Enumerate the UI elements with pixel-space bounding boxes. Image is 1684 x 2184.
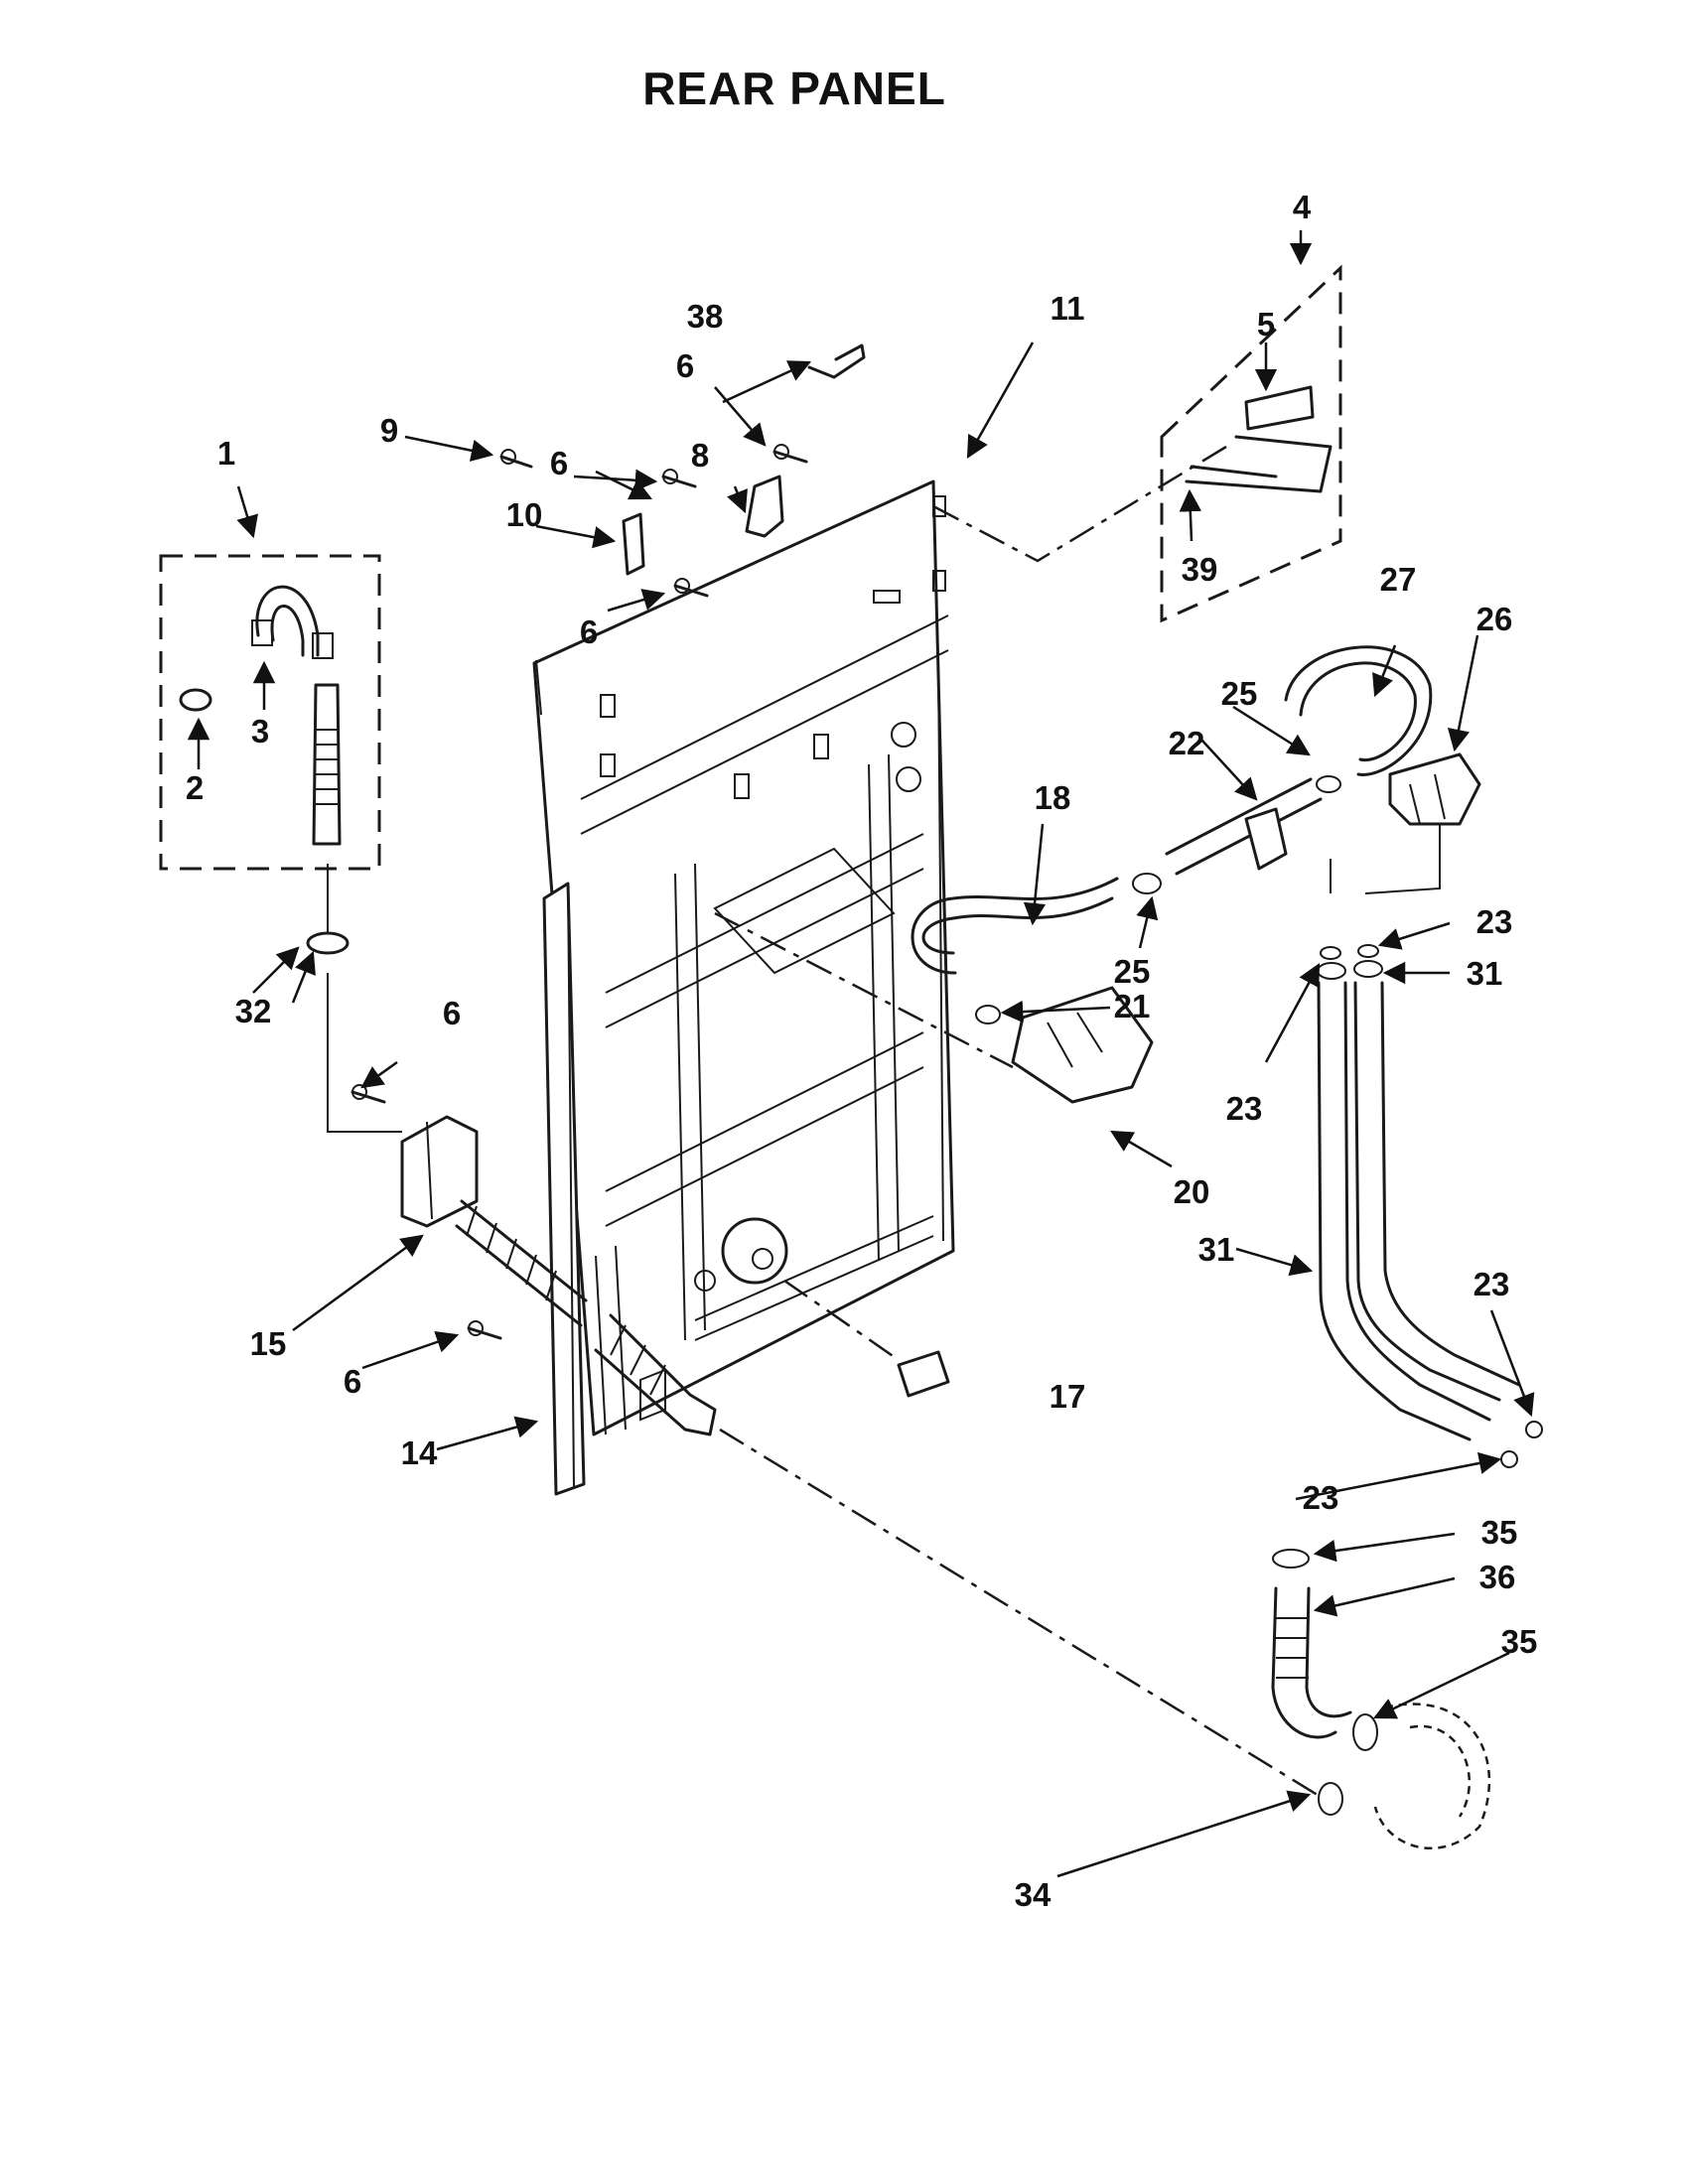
callout-11: 11	[1051, 290, 1085, 327]
callout-labels: 1 2 3 4 5 6 6 6 6 6 6 8 9 10 11 14 15 17…	[186, 189, 1538, 1913]
callout-17: 17	[1050, 1378, 1086, 1415]
callout-31a: 31	[1467, 955, 1503, 992]
water-inlet	[1165, 645, 1481, 894]
callout-25a: 25	[1221, 675, 1258, 712]
callout-4: 4	[1293, 189, 1312, 225]
rear-panel	[532, 479, 955, 1436]
callout-5: 5	[1257, 306, 1275, 342]
callout-18: 18	[1035, 779, 1071, 816]
page-title: REAR PANEL	[642, 63, 946, 114]
callout-36: 36	[1479, 1559, 1516, 1595]
callout-39: 39	[1182, 551, 1218, 588]
callout-9: 9	[380, 412, 398, 449]
callout-20: 20	[1174, 1173, 1210, 1210]
callout-35a: 35	[1481, 1514, 1518, 1551]
callout-6e: 6	[344, 1363, 361, 1400]
callout-27: 27	[1380, 561, 1417, 598]
callout-38: 38	[687, 298, 724, 335]
bracket-kit	[932, 264, 1342, 623]
fill-hose	[714, 873, 1162, 1104]
callout-26: 26	[1476, 601, 1513, 637]
callout-32: 32	[235, 993, 272, 1029]
callout-6a: 6	[676, 347, 694, 384]
screws	[351, 444, 808, 1340]
callout-15: 15	[250, 1325, 287, 1362]
callout-8: 8	[691, 437, 709, 474]
callout-1: 1	[217, 435, 235, 472]
cover-plate	[721, 1217, 950, 1398]
drain-hose-kit	[159, 554, 381, 955]
callout-34: 34	[1015, 1876, 1052, 1913]
callout-3: 3	[251, 713, 269, 750]
callout-2: 2	[186, 769, 204, 806]
inlet-hoses	[1317, 944, 1543, 1468]
callout-21: 21	[1114, 988, 1151, 1024]
connection-line	[719, 1428, 1322, 1799]
drain-hose	[327, 973, 717, 1436]
callout-10: 10	[506, 496, 543, 533]
callout-6d: 6	[443, 995, 461, 1031]
callout-22: 22	[1169, 725, 1205, 761]
callout-23c: 23	[1474, 1266, 1510, 1302]
callout-31b: 31	[1198, 1231, 1235, 1268]
side-rail	[542, 882, 586, 1496]
callout-6c: 6	[580, 614, 598, 650]
callout-14: 14	[401, 1434, 438, 1471]
callout-6b: 6	[550, 445, 568, 481]
callout-25b: 25	[1114, 953, 1151, 990]
callout-23d: 23	[1303, 1479, 1339, 1516]
clips	[622, 343, 866, 576]
callout-23a: 23	[1476, 903, 1513, 940]
callout-23b: 23	[1226, 1090, 1263, 1127]
drain-elbow	[1271, 1549, 1491, 1850]
callout-leaders	[187, 230, 1535, 1878]
callout-35b: 35	[1501, 1623, 1538, 1660]
